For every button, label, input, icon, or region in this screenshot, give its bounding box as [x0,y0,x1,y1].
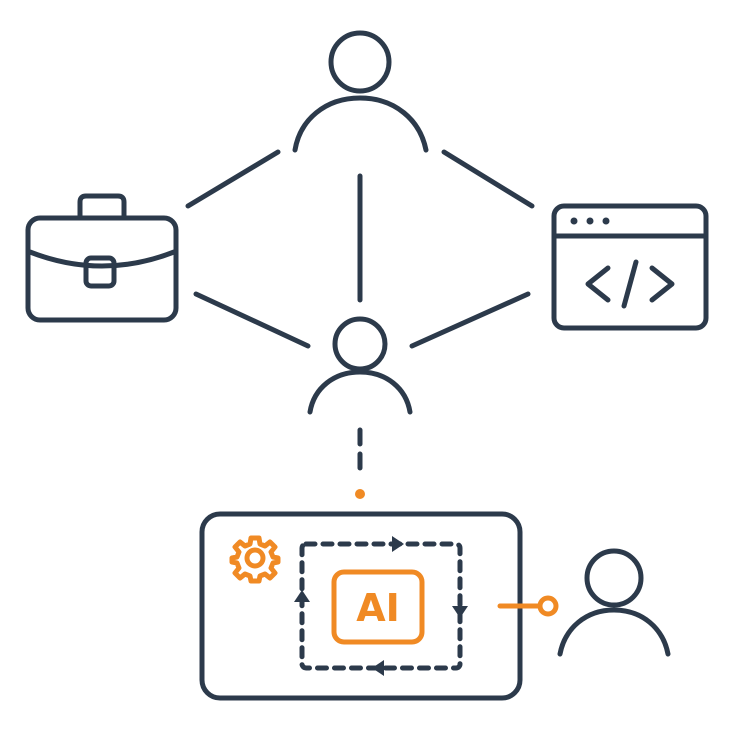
arrow-right-icon [392,536,404,552]
ai-chip-icon: AI [331,569,425,645]
ai-label: AI [356,586,400,630]
gear-icon [229,535,281,584]
edge-code-window-center-person [409,291,531,349]
ai-system-box: AI [199,511,523,701]
arrow-down-icon [452,606,468,618]
edge-briefcase-center-person [193,291,311,349]
window-dot-1 [570,217,578,225]
top-person-icon [292,30,429,153]
arrow-left-icon [372,660,384,676]
arrow-up-icon [294,590,310,602]
edge-top-person-code-window [441,149,535,209]
right-person-icon [557,548,671,657]
window-dot-3 [602,217,610,225]
ai-to-person-connector [497,595,559,617]
briefcase-icon [25,193,179,323]
edge-top-person-briefcase [185,149,281,209]
window-dot-2 [586,217,594,225]
code-window-icon [551,203,709,331]
connections [185,149,535,499]
connector-dot-top [355,489,365,499]
center-person-icon [307,316,413,415]
